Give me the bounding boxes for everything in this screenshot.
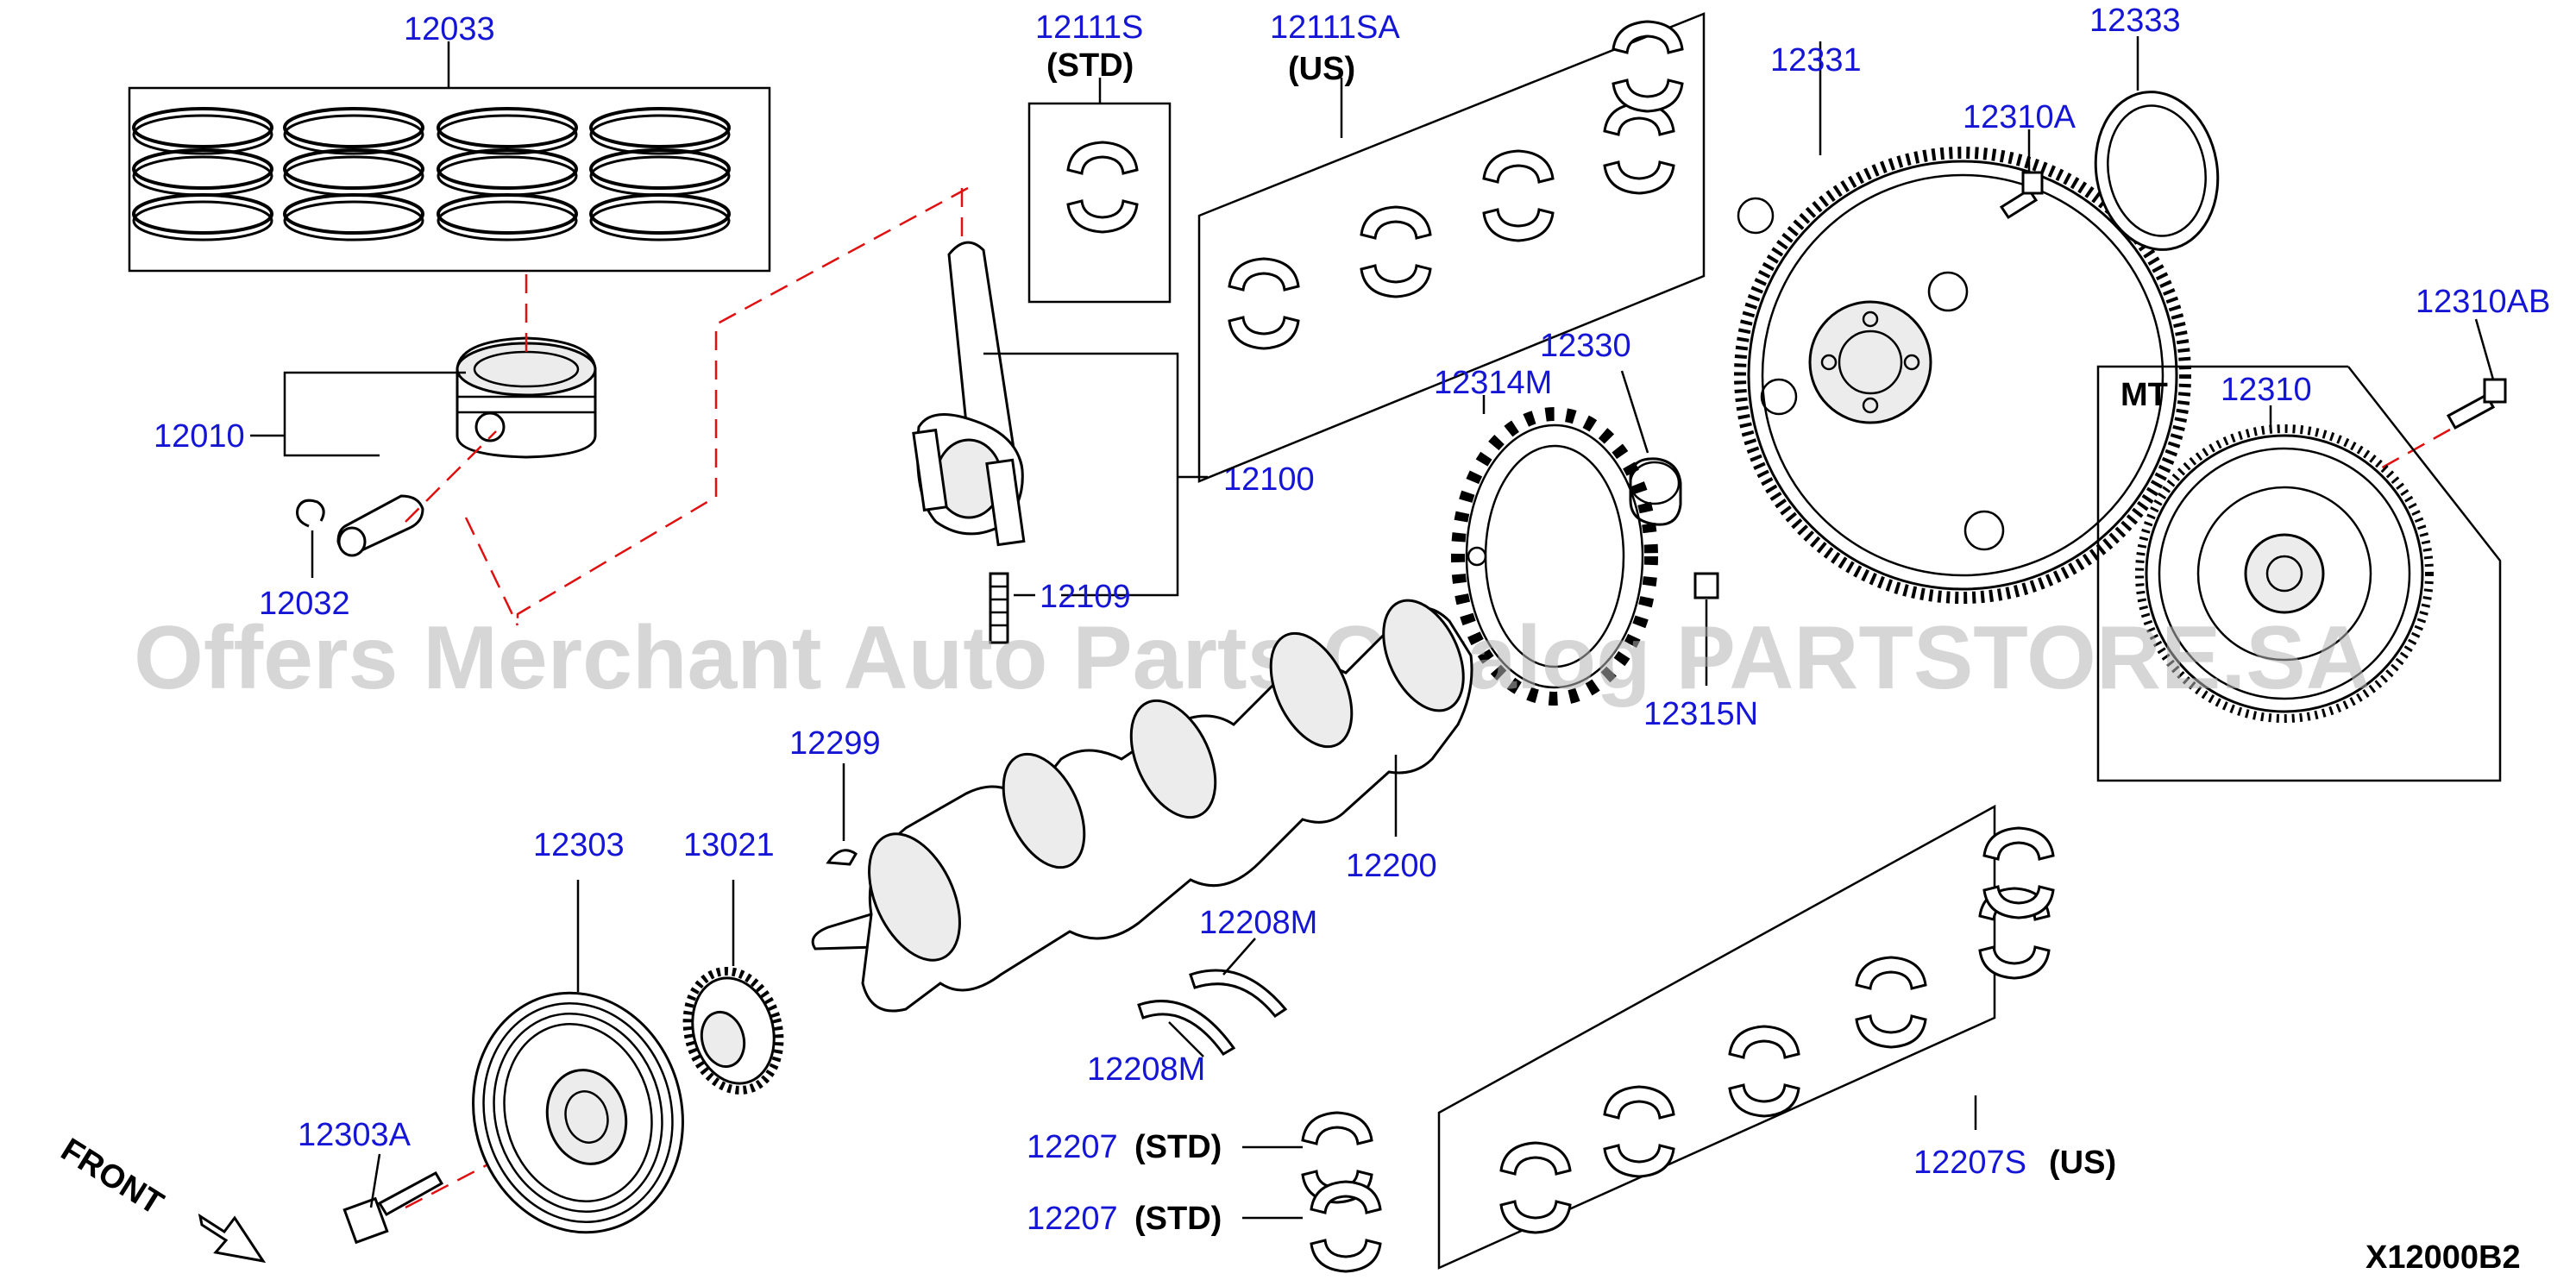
rod-bearing-us-4: [1603, 102, 1675, 195]
flywheel-bolt: [2446, 392, 2496, 430]
label-mt: MT: [2120, 377, 2168, 413]
label-12314M[interactable]: 12314M: [1434, 365, 1552, 401]
label-12208M-top[interactable]: 12208M: [1199, 905, 1317, 941]
label-12111SA[interactable]: 12111SA: [1270, 9, 1400, 46]
drive-plate-group[interactable]: 12331: [1734, 41, 2191, 604]
front-arrow-icon: [198, 1213, 267, 1264]
label-12207S[interactable]: 12207S: [1913, 1145, 2026, 1181]
label-12331[interactable]: 12331: [1770, 42, 1862, 78]
label-12310[interactable]: 12310: [2221, 372, 2312, 408]
label-12303[interactable]: 12303: [533, 827, 625, 863]
rod-bearing-us-box: [1197, 12, 1706, 483]
rod-bearing-std-group[interactable]: 12111S (STD): [1027, 9, 1172, 304]
label-12207-a-note: (STD): [1134, 1129, 1222, 1165]
piston-ring-set-2: [283, 107, 424, 242]
watermark-text: Offers Merchant Auto Parts Catalog PARTS…: [134, 608, 2371, 708]
signal-plate: [1465, 424, 1644, 689]
main-bearing-us-3: [1728, 1025, 1800, 1118]
thrust-washer-upper: [1189, 969, 1288, 1019]
flywheel-teeth: [2135, 424, 2434, 723]
rod-bearing-us-3: [1482, 149, 1555, 242]
signal-plate-bolt-group[interactable]: 12315N: [1643, 572, 1758, 732]
label-12109[interactable]: 12109: [1040, 579, 1131, 615]
drive-plate-teeth: [1734, 147, 2191, 604]
signal-plate-teeth: [1451, 407, 1658, 706]
label-12033[interactable]: 12033: [404, 11, 495, 47]
signal-plate-group[interactable]: 12314M: [1434, 365, 1658, 706]
label-12100[interactable]: 12100: [1223, 461, 1315, 498]
flywheel-bolt-group[interactable]: 12310AB: [2416, 284, 2550, 430]
label-12207-a[interactable]: 12207: [1027, 1129, 1118, 1165]
drive-plate-bolt: [1999, 187, 2039, 220]
label-12207-b[interactable]: 12207: [1027, 1201, 1118, 1237]
crankshaft-group[interactable]: 12200: [811, 587, 1480, 1013]
main-bearing-us-1: [1499, 1141, 1572, 1234]
label-12208M-bottom[interactable]: 12208M: [1087, 1051, 1205, 1088]
label-12207S-note: (US): [2049, 1145, 2116, 1181]
label-12333[interactable]: 12333: [2089, 3, 2181, 39]
connecting-rod-group[interactable]: 12100: [912, 241, 1315, 597]
flywheel-mt-box: [2096, 365, 2502, 782]
drive-plate-bolt-group[interactable]: 12310A: [1963, 99, 2077, 220]
main-bearing-us-group[interactable]: 12207S (US): [1437, 804, 2116, 1270]
label-12111SA-note: (US): [1288, 51, 1355, 87]
crank-pulley-group[interactable]: 12303: [447, 827, 709, 1256]
crank-sprocket-teeth: [682, 967, 784, 1095]
pulley-bolt: [377, 1170, 444, 1217]
label-12310AB[interactable]: 12310AB: [2416, 284, 2550, 320]
label-12032[interactable]: 12032: [259, 586, 350, 622]
rod-bearing-us-2: [1360, 205, 1432, 298]
label-12299[interactable]: 12299: [789, 725, 881, 762]
label-12315N[interactable]: 12315N: [1643, 696, 1758, 732]
label-12111S[interactable]: 12111S: [1035, 9, 1143, 46]
label-12207-b-note: (STD): [1134, 1201, 1222, 1237]
piston-ring-set-3: [437, 107, 578, 242]
flywheel-mt-group[interactable]: MT 12310: [2096, 365, 2502, 782]
front-label: FRONT: [54, 1132, 169, 1222]
piston-ring-set-1: [132, 107, 273, 242]
main-bearing-us-2: [1603, 1085, 1675, 1178]
main-bearing-std-2: [1310, 1180, 1382, 1273]
rod-bolt-group[interactable]: 12109: [989, 572, 1131, 644]
main-bearing-us-box: [1437, 804, 1996, 1270]
snap-ring-group[interactable]: 12032: [259, 499, 350, 622]
rod-bearing-us-5: [1612, 20, 1684, 113]
label-12200[interactable]: 12200: [1346, 848, 1437, 884]
rod-bearing-us-group[interactable]: 12111SA (US): [1197, 9, 1706, 483]
woodruff-key: [826, 849, 858, 866]
label-12310A[interactable]: 12310A: [1963, 99, 2077, 135]
label-12330[interactable]: 12330: [1540, 328, 1631, 364]
label-12010[interactable]: 12010: [154, 418, 245, 455]
label-13021[interactable]: 13021: [683, 827, 775, 863]
drive-plate: [1747, 160, 2178, 591]
woodruff-key-group[interactable]: 12299: [789, 725, 881, 866]
thrust-washer-lower: [1137, 1000, 1236, 1056]
rod-bearing-std: [1066, 141, 1139, 234]
crank-sprocket-group[interactable]: 13021: [675, 827, 793, 1101]
label-12111S-note: (STD): [1046, 47, 1134, 84]
rear-oil-seal: [2094, 91, 2220, 251]
main-bearing-std-group[interactable]: 12207 (STD) 12207 (STD): [1027, 1111, 1382, 1273]
piston-ring-set-group[interactable]: 12033: [128, 11, 771, 273]
pulley-bolt-group[interactable]: 12303A: [298, 1117, 444, 1245]
piston-ring-set-4: [589, 107, 731, 242]
piston-group[interactable]: 12010: [154, 336, 597, 557]
thrust-washer-group[interactable]: 12208M 12208M: [1087, 905, 1317, 1088]
diagram-code: X12000B2: [2366, 1239, 2521, 1276]
rod-bearing-us-1: [1228, 257, 1300, 350]
rod-bearing-std-box: [1027, 102, 1172, 304]
label-12303A[interactable]: 12303A: [298, 1117, 412, 1153]
snap-ring: [296, 499, 325, 528]
signal-plate-bolt: [1693, 572, 1719, 599]
rear-oil-seal-group[interactable]: 12333: [2083, 3, 2230, 260]
front-direction-indicator: FRONT: [54, 1132, 267, 1264]
main-bearing-us-4: [1855, 956, 1927, 1049]
